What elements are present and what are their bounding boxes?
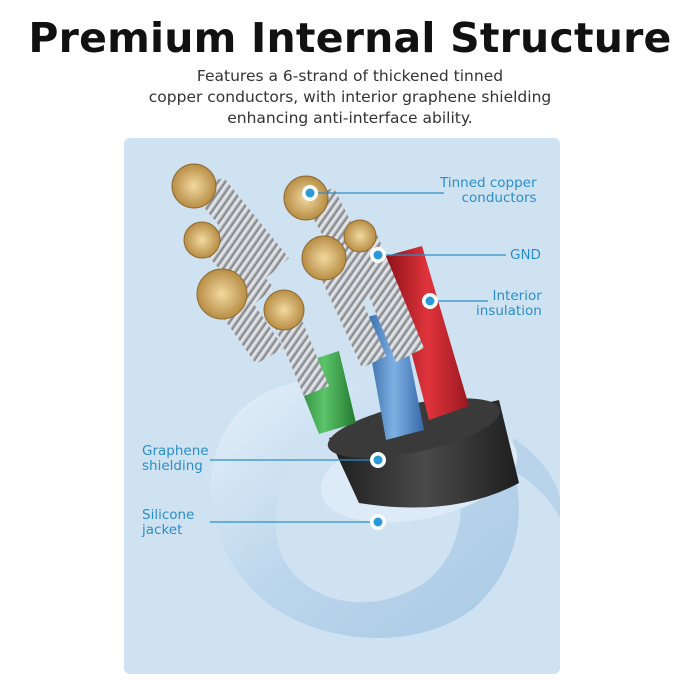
label-line: Tinned copper (440, 175, 537, 191)
label-line: insulation (476, 303, 542, 319)
wire-red (386, 246, 469, 420)
label-gnd: GND (510, 248, 541, 263)
copper-strand-bundles (188, 178, 424, 396)
callout-markers (302, 185, 438, 530)
label-tinned-copper-conductors: Tinned copper conductors (440, 176, 537, 206)
subtitle-line-1: Features a 6-strand of thickened tinned (196, 67, 504, 85)
page-title: Premium Internal Structure (28, 14, 672, 62)
cable-illustration-panel: Tinned copper conductors GND Interior in… (124, 138, 560, 674)
label-line: Silicone (142, 507, 195, 523)
label-line: conductors (461, 190, 537, 206)
silicone-jacket-shape (210, 379, 519, 638)
label-line: jacket (142, 522, 183, 538)
label-line: Interior (492, 288, 542, 304)
subtitle-line-2: copper conductors, with interior graphen… (148, 88, 552, 106)
callout-leader-lines (210, 192, 506, 523)
conductor-ends (171, 163, 377, 331)
label-silicone-jacket: Silicone jacket (142, 508, 194, 538)
subtitle-line-3: enhancing anti-interface ability. (227, 109, 473, 127)
label-line: shielding (142, 458, 203, 474)
page-subtitle: Features a 6-strand of thickened tinned … (100, 66, 600, 129)
label-graphene-shielding: Graphene shielding (142, 444, 209, 474)
cable-cross-section-illustration (171, 163, 560, 638)
label-line: GND (510, 247, 541, 263)
label-interior-insulation: Interior insulation (476, 289, 542, 319)
label-line: Graphene (142, 443, 209, 459)
